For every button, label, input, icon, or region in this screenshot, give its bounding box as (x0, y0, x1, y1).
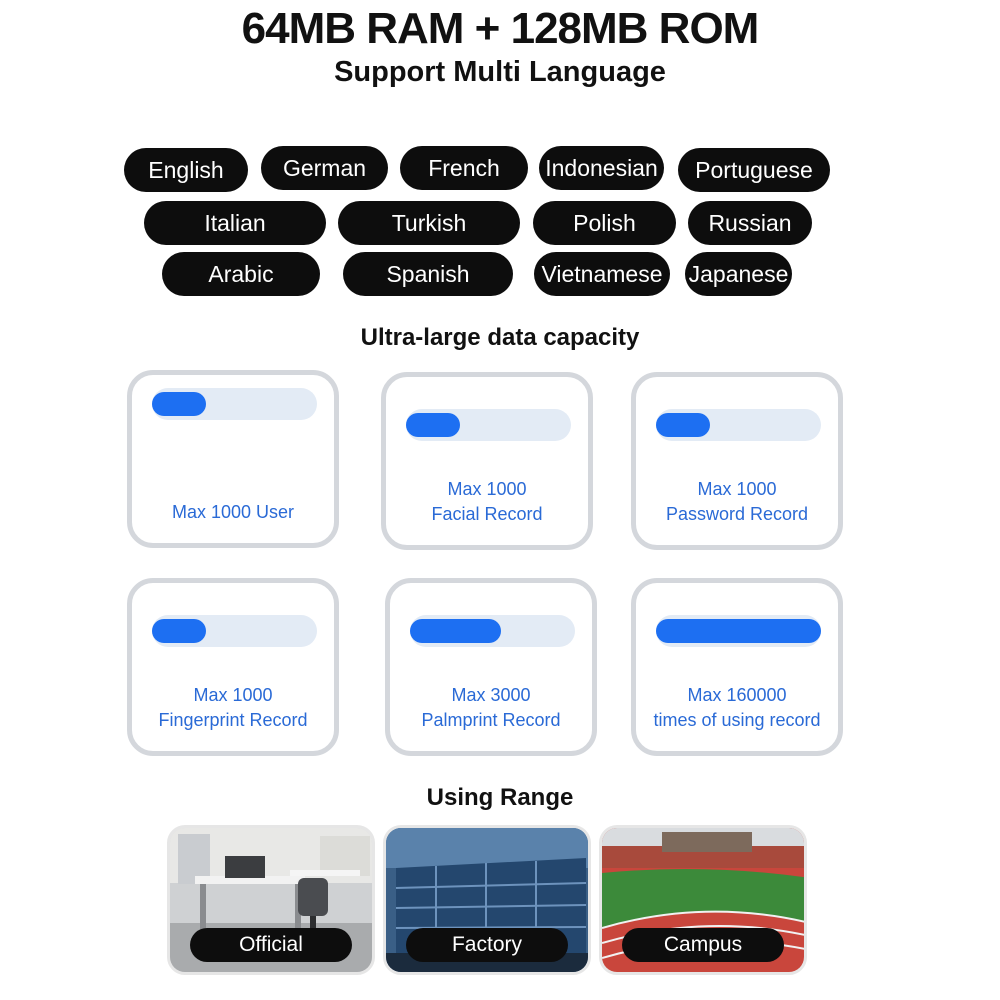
capacity-card-text: Max 1000 Facial Record (386, 477, 588, 527)
capacity-bar-track (410, 615, 575, 647)
language-pill-english: English (124, 148, 248, 192)
capacity-card-user: Max 1000 User (127, 370, 339, 548)
capacity-bar-track (152, 388, 317, 420)
range-label: Official (190, 928, 352, 962)
capacity-line1: Max 1000 (697, 479, 777, 499)
capacity-line1: Max 3000 (451, 685, 531, 705)
capacity-bar-fill (152, 392, 207, 416)
capacity-bar-track (152, 615, 317, 647)
language-pill-arabic: Arabic (162, 252, 320, 296)
range-card-official: Official (167, 825, 375, 975)
capacity-card-text: Max 3000 Palmprint Record (390, 683, 592, 733)
capacity-line1: Max 1000 (193, 685, 273, 705)
capacity-line1: Max 160000 (687, 685, 787, 705)
capacity-bar-track (656, 615, 821, 647)
capacity-line2: times of using record (653, 710, 821, 730)
capacity-card-facial: Max 1000 Facial Record (381, 372, 593, 550)
capacity-bar-track (406, 409, 571, 441)
capacity-section-title: Ultra-large data capacity (360, 324, 640, 351)
language-pill-french: French (400, 146, 528, 190)
capacity-card-fingerprint: Max 1000 Fingerprint Record (127, 578, 339, 756)
capacity-card-text: Max 1000 User (132, 500, 334, 525)
range-label: Campus (622, 928, 784, 962)
language-pill-polish: Polish (533, 201, 676, 245)
capacity-card-palmprint: Max 3000 Palmprint Record (385, 578, 597, 756)
using-range-title: Using Range (426, 784, 574, 811)
capacity-card-text: Max 1000 Password Record (636, 477, 838, 527)
range-label: Factory (406, 928, 568, 962)
capacity-bar-fill (656, 619, 821, 643)
range-card-campus: Campus (599, 825, 807, 975)
language-pill-indonesian: Indonesian (539, 146, 664, 190)
capacity-line1: Max 1000 (447, 479, 527, 499)
capacity-line2: Fingerprint Record (158, 710, 308, 730)
language-pill-russian: Russian (688, 201, 812, 245)
capacity-bar-fill (410, 619, 501, 643)
capacity-line1: Max 1000 User (171, 502, 295, 522)
language-pill-spanish: Spanish (343, 252, 513, 296)
language-pill-italian: Italian (144, 201, 326, 245)
capacity-card-password: Max 1000 Password Record (631, 372, 843, 550)
capacity-line2: Facial Record (431, 504, 543, 524)
capacity-line2: Password Record (665, 504, 809, 524)
capacity-card-text: Max 160000 times of using record (636, 683, 838, 733)
language-pill-turkish: Turkish (338, 201, 520, 245)
capacity-line2: Palmprint Record (421, 710, 561, 730)
capacity-bar-track (656, 409, 821, 441)
capacity-bar-fill (656, 413, 711, 437)
range-card-factory: Factory (383, 825, 591, 975)
capacity-bar-fill (406, 413, 461, 437)
language-pill-vietnamese: Vietnamese (534, 252, 670, 296)
language-pill-japanese: Japanese (685, 252, 792, 296)
page-subtitle: Support Multi Language (334, 56, 666, 88)
page-title: 64MB RAM + 128MB ROM (241, 4, 760, 53)
capacity-card-text: Max 1000 Fingerprint Record (132, 683, 334, 733)
language-pill-german: German (261, 146, 388, 190)
capacity-card-usage-records: Max 160000 times of using record (631, 578, 843, 756)
capacity-bar-fill (152, 619, 207, 643)
language-pill-portuguese: Portuguese (678, 148, 830, 192)
